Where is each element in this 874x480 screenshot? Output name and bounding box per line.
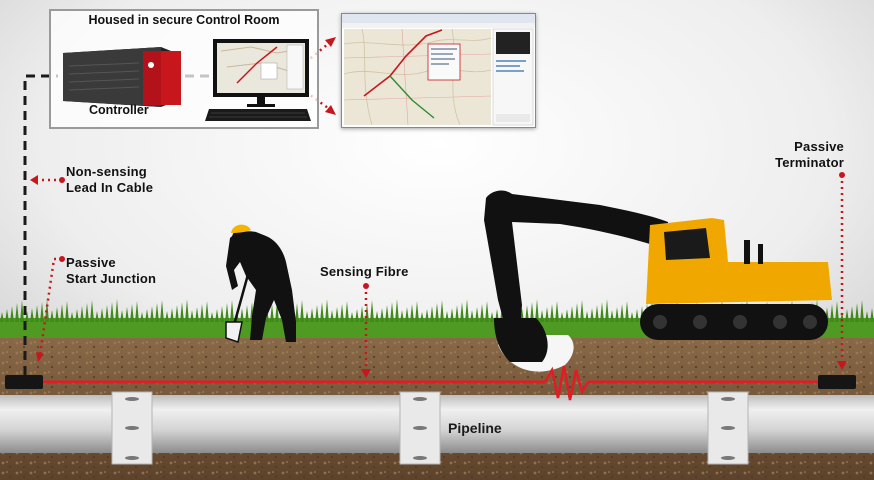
- lead-in-line-2: Lead In Cable: [66, 180, 154, 195]
- controller-label: Controller: [89, 103, 149, 117]
- start-junction-box: [5, 375, 43, 389]
- controller-unit-icon: [63, 47, 181, 107]
- start-junction-label: Passive Start Junction: [66, 255, 156, 287]
- control-room-panel: Housed in secure Control Room: [49, 9, 319, 129]
- pipeline-label: Pipeline: [448, 420, 502, 436]
- lead-in-cable-label: Non-sensing Lead In Cable: [66, 164, 153, 196]
- control-room-art: [63, 39, 311, 121]
- map-screenshot-icon: [341, 13, 536, 128]
- start-junction-line-1: Passive: [66, 255, 116, 270]
- terminator-box: [818, 375, 856, 389]
- terminator-line-1: Passive: [794, 139, 844, 154]
- control-room-title: Housed in secure Control Room: [88, 13, 280, 27]
- sensing-fibre-line: [40, 365, 820, 401]
- map-software-window: [342, 14, 535, 126]
- start-junction-line-2: Start Junction: [66, 271, 157, 286]
- excavator-body: [646, 218, 832, 304]
- terminator-label: Passive Terminator: [760, 139, 844, 171]
- lead-in-line-1: Non-sensing: [66, 164, 147, 179]
- keyboard-icon: [205, 109, 311, 121]
- sensing-fibre-label: Sensing Fibre: [320, 264, 409, 279]
- terminator-line-2: Terminator: [775, 155, 844, 170]
- monitor-icon: [213, 39, 309, 107]
